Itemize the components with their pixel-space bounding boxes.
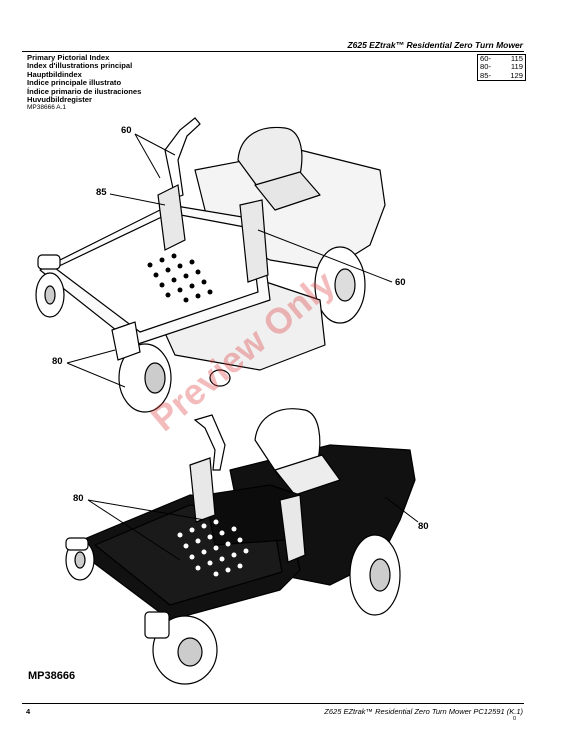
- lower-footrest-holes: [177, 519, 249, 577]
- index-page: 129: [510, 70, 523, 80]
- callout-80-lower-right: 80: [418, 521, 429, 532]
- lower-mower-drawing: [69, 408, 416, 621]
- index-group: 80-: [480, 62, 491, 72]
- index-page: 119: [510, 62, 523, 72]
- index-group: 60-: [480, 54, 491, 63]
- callout-85: 85: [96, 187, 107, 198]
- upper-controls: [35, 117, 269, 413]
- callout-60-right: 60: [395, 277, 406, 288]
- figure-reference: MP38666 A.1: [27, 104, 67, 111]
- callout-leaders: [66, 133, 419, 561]
- index-table: 60- 115 80- 119 85- 129: [477, 54, 526, 82]
- footer-sub: 0: [513, 716, 517, 722]
- header-title: Z625 EZtrak™ Residential Zero Turn Mower: [347, 40, 523, 50]
- footer-text: Z625 EZtrak™ Residential Zero Turn Mower…: [324, 707, 523, 716]
- index-title: Primary Pictorial Index: [27, 53, 110, 62]
- index-title: Index d'illustrations principal: [27, 61, 133, 71]
- index-row[interactable]: 80- 119: [478, 62, 525, 72]
- index-title: Hauptbildindex: [27, 69, 82, 79]
- figure-label: MP38666: [28, 670, 76, 682]
- index-group: 85-: [480, 70, 491, 80]
- callout-80-upper: 80: [52, 356, 63, 367]
- index-title: Huvudbildregister: [27, 95, 92, 105]
- lower-controls: [65, 414, 306, 685]
- index-page: 115: [510, 54, 523, 63]
- index-title: Indice principale illustrato: [27, 78, 122, 88]
- index-title: Índice primario de ilustraciones: [27, 86, 142, 96]
- index-titles: Primary Pictorial Index Index d'illustra…: [27, 53, 142, 105]
- footer-rule: [22, 703, 524, 704]
- upper-footrest-holes: [147, 253, 213, 303]
- header-rule: [22, 51, 524, 52]
- index-row[interactable]: 85- 129: [478, 70, 525, 80]
- callout-60-top: 60: [121, 125, 132, 136]
- upper-mower-drawing: [39, 126, 386, 371]
- index-row[interactable]: 60- 115: [478, 54, 525, 63]
- page-number: 4: [26, 707, 31, 716]
- callout-80-lower-left: 80: [73, 493, 84, 504]
